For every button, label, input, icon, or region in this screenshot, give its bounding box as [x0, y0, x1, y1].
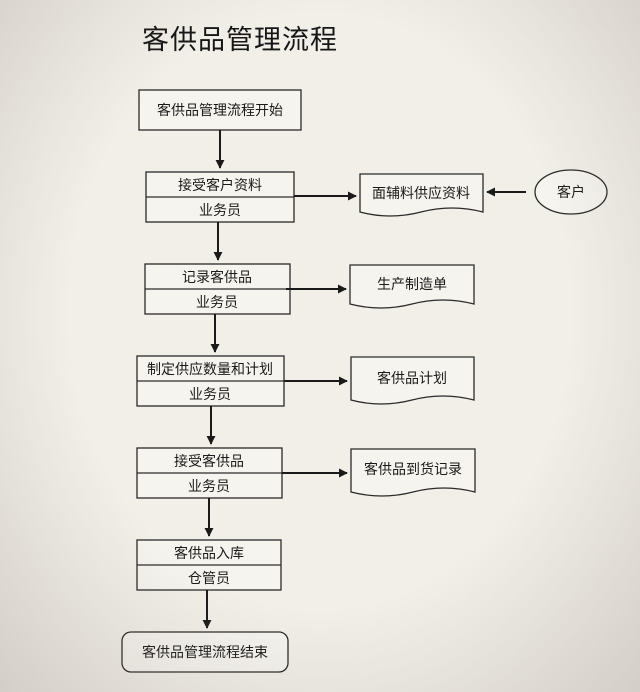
- start-node: 客供品管理流程开始: [138, 89, 302, 131]
- document-arrows: [282, 187, 526, 478]
- document-label: 客供品到货记录: [364, 461, 462, 478]
- start-label: 客供品管理流程开始: [157, 102, 283, 119]
- step-record-customer-goods: 记录客供品 业务员: [144, 263, 291, 315]
- step-action: 记录客供品: [182, 269, 252, 286]
- step-role: 业务员: [189, 387, 231, 403]
- step-warehouse-in: 客供品入库 仓管员: [136, 539, 282, 591]
- step-role: 业务员: [188, 479, 230, 495]
- external-customer: 客户: [534, 169, 608, 215]
- step-role: 业务员: [199, 203, 241, 219]
- step-plan-supply: 制定供应数量和计划 业务员: [136, 355, 285, 407]
- step-role: 业务员: [196, 295, 238, 311]
- document-label: 客供品计划: [377, 370, 447, 387]
- step-action: 接受客供品: [174, 453, 244, 470]
- doc-production-order: 生产制造单: [349, 264, 475, 309]
- doc-customer-goods-plan: 客供品计划: [350, 356, 475, 405]
- step-action: 客供品入库: [174, 545, 244, 562]
- document-label: 面辅料供应资料: [372, 185, 470, 202]
- document-label: 生产制造单: [377, 277, 447, 293]
- end-label: 客供品管理流程结束: [142, 644, 268, 661]
- doc-arrival-record: 客供品到货记录: [350, 448, 476, 497]
- doc-fabric-supply-data: 面辅料供应资料: [359, 173, 484, 217]
- step-receive-customer-goods: 接受客供品 业务员: [136, 447, 283, 499]
- step-role: 仓管员: [188, 571, 230, 587]
- page-title: 客供品管理流程: [142, 25, 338, 56]
- flow-arrows: [202, 130, 225, 629]
- step-action: 接受客户资料: [178, 177, 262, 194]
- step-receive-customer-data: 接受客户资料 业务员: [145, 171, 295, 223]
- end-node: 客供品管理流程结束: [121, 631, 289, 673]
- step-action: 制定供应数量和计划: [147, 361, 273, 378]
- customer-label: 客户: [557, 184, 585, 201]
